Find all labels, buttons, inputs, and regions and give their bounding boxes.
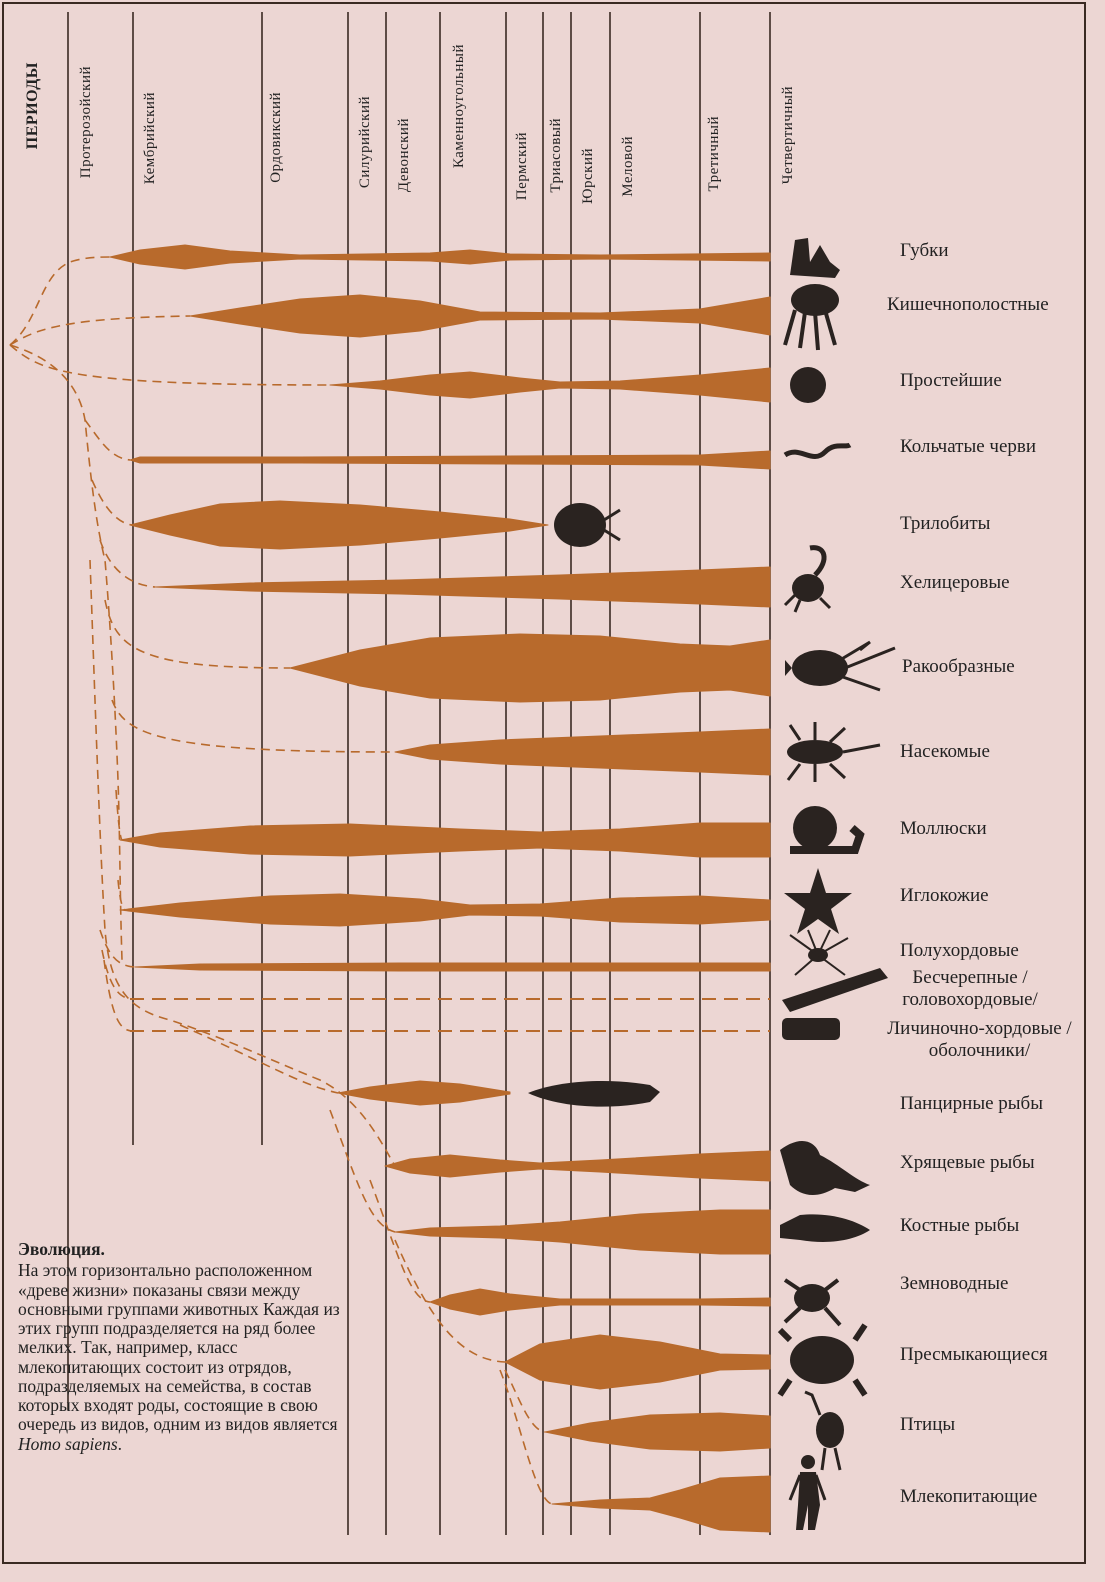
- period-label-cretaceous: Меловой: [620, 136, 637, 197]
- link-trunk: [10, 345, 122, 960]
- lobster-icon: [785, 642, 895, 690]
- period-label-jurassic: Юрский: [580, 148, 597, 204]
- scorpion-icon: [785, 548, 830, 612]
- group-label-hemichordates: Полухордовые: [900, 940, 1019, 962]
- period-label-carboniferous: Каменноугольный: [451, 44, 468, 168]
- period-label-silurian: Силурийский: [357, 96, 374, 188]
- period-label-tertiary: Третичный: [706, 116, 723, 192]
- link-sponges: [10, 257, 112, 345]
- spider-icon: [790, 930, 848, 975]
- group-label-trilobites: Трилобиты: [900, 513, 990, 535]
- branch-molluscs: [120, 823, 770, 857]
- insect-icon: [787, 722, 880, 782]
- branch-insects: [395, 729, 770, 775]
- link-trilobites: [92, 480, 132, 525]
- branch-cnidarians: [190, 295, 770, 337]
- period-label-proterozoic: Протерозойский: [78, 66, 95, 178]
- group-label-annelids: Кольчатые черви: [900, 436, 1036, 458]
- link-chordates: [90, 560, 395, 1166]
- link-chelicerates: [100, 540, 155, 587]
- branch-echinoderms: [120, 894, 770, 926]
- branch-placoderms: [338, 1081, 510, 1105]
- caption-end: .: [118, 1434, 122, 1454]
- caption-species: Homo sapiens: [18, 1434, 118, 1454]
- group-label-bony-fish: Костные рыбы: [900, 1215, 1019, 1237]
- group-label-tunicates: Личиночно-хордовые /оболочники/: [872, 1018, 1087, 1062]
- sponge-icon: [790, 238, 840, 278]
- link-mammals: [500, 1370, 552, 1504]
- branch-protozoa: [330, 368, 770, 402]
- group-label-birds: Птицы: [900, 1414, 955, 1436]
- group-label-insects: Насекомые: [900, 741, 990, 763]
- caption: Эволюция. На этом горизонтально располож…: [18, 1240, 343, 1454]
- group-label-reptiles: Пресмыкающиеся: [900, 1344, 1048, 1366]
- worm-icon: [785, 445, 850, 457]
- branch-bony-fish: [395, 1210, 770, 1254]
- link-protozoa: [10, 345, 330, 385]
- snail-icon: [790, 806, 860, 850]
- protozoa-icon: [790, 367, 826, 403]
- jellyfish-icon: [785, 284, 839, 350]
- group-label-cephalochordates: Бесчерепные /головохордовые/: [900, 967, 1040, 1011]
- group-label-chelicerates: Хелицеровые: [900, 572, 1010, 594]
- branch-birds: [545, 1413, 770, 1451]
- turtle-icon: [780, 1325, 865, 1395]
- bony-fish-icon: [780, 1214, 870, 1242]
- link-amphibians: [370, 1180, 430, 1302]
- period-label-devonian: Девонский: [396, 118, 413, 192]
- group-label-cartilaginous-fish: Хрящевые рыбы: [900, 1152, 1035, 1174]
- frog-icon: [785, 1280, 840, 1325]
- group-label-cnidarians: Кишечнополостные: [887, 294, 1049, 316]
- group-label-placoderms: Панцирные рыбы: [900, 1093, 1043, 1115]
- link-annelids: [85, 420, 130, 460]
- starfish-icon: [784, 868, 852, 934]
- period-label-permian: Пермский: [514, 132, 531, 200]
- human-icon: [790, 1455, 825, 1530]
- branch-chelicerates: [155, 567, 770, 607]
- branch-cartilaginous-fish: [385, 1151, 770, 1181]
- caption-title: Эволюция.: [18, 1240, 343, 1259]
- group-label-crustaceans: Ракообразные: [902, 656, 1015, 678]
- link-cnidarians: [10, 316, 190, 345]
- link-placoderms: [180, 1025, 338, 1093]
- caption-text: На этом горизонтально расположенном «дре…: [18, 1260, 340, 1434]
- period-label-quaternary: Четвертичный: [780, 86, 797, 184]
- link-echinoderms: [118, 880, 125, 910]
- branch-crustaceans: [290, 634, 770, 702]
- group-label-sponges: Губки: [900, 240, 949, 262]
- lancelet-icon: [782, 968, 888, 1012]
- period-label-cambrian: Кембрийский: [142, 92, 159, 184]
- branch-reptiles: [505, 1335, 770, 1389]
- branch-amphibians: [430, 1289, 770, 1315]
- group-label-mammals: Млекопитающие: [900, 1486, 1037, 1508]
- shark-icon: [780, 1141, 870, 1195]
- group-label-protozoa: Простейшие: [900, 370, 1002, 392]
- periods-header: ПЕРИОДЫ: [24, 62, 42, 149]
- group-label-amphibians: Земноводные: [900, 1273, 1008, 1295]
- group-label-echinoderms: Иглокожие: [900, 885, 989, 907]
- period-label-ordovician: Ордовикский: [268, 92, 285, 183]
- link-insects: [112, 700, 395, 752]
- branch-trilobites: [130, 501, 548, 549]
- link-tunicates: [104, 960, 132, 1031]
- branch-hemichordates: [135, 963, 770, 971]
- group-label-molluscs: Моллюски: [900, 818, 987, 840]
- branch-mammals: [552, 1476, 770, 1532]
- armored-fish-icon: [528, 1081, 660, 1107]
- branch-annelids: [130, 451, 770, 469]
- period-label-triassic: Триасовый: [548, 118, 565, 193]
- tunicate-icon: [782, 1018, 840, 1040]
- link-cephalochordates: [102, 950, 132, 999]
